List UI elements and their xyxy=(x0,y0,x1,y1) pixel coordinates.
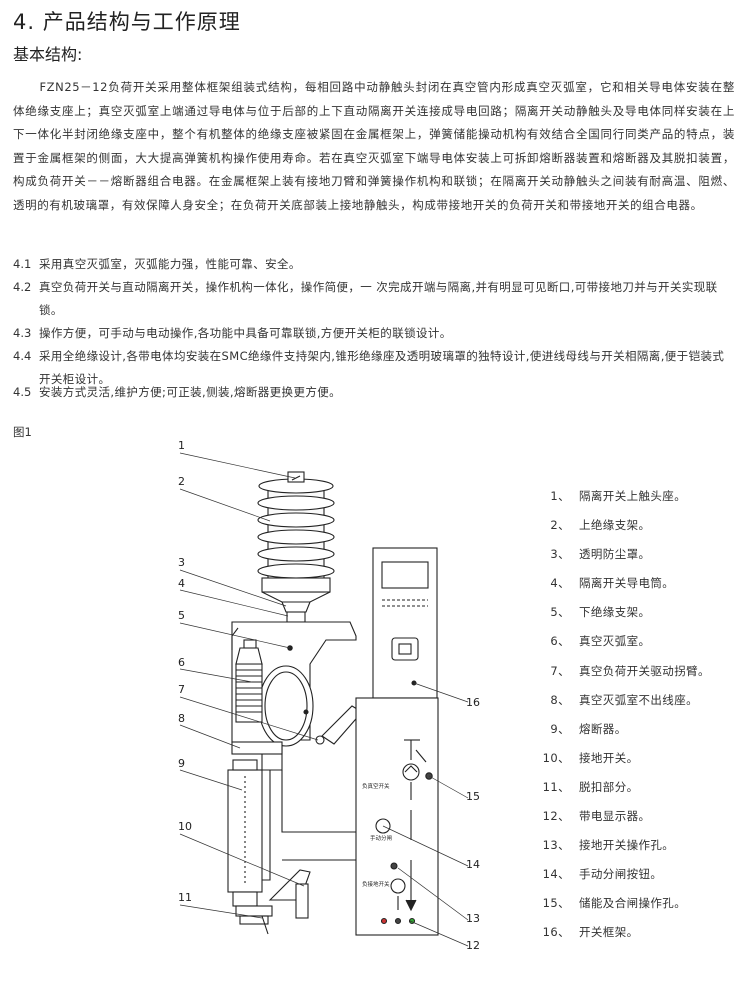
legend-item: 13、接地开关操作孔。 xyxy=(536,837,741,866)
panel-label-manual-open: 手动分闸 xyxy=(370,834,392,842)
callout-number: 5 xyxy=(178,609,185,622)
legend-item: 5、下绝缘支架。 xyxy=(536,604,741,633)
feature-text: 真空负荷开关与直动隔离开关，操作机构一体化，操作简便，一 次完成开端与隔离,并有… xyxy=(39,280,718,317)
legend-text: 隔离开关上触头座。 xyxy=(579,489,687,503)
legend-text: 真空灭弧室不出线座。 xyxy=(579,692,698,707)
callout-number: 9 xyxy=(178,757,185,770)
legend-item: 15、储能及合闸操作孔。 xyxy=(536,895,741,924)
callout-number: 16 xyxy=(466,696,480,709)
callout-number: 4 xyxy=(178,577,185,590)
callout-number: 15 xyxy=(466,790,480,803)
panel-label-earth-switch: 负接地开关 xyxy=(362,880,390,888)
upper-insulator xyxy=(257,471,335,593)
legend-number: 13、 xyxy=(542,838,570,853)
callout-number: 2 xyxy=(178,475,185,488)
legend-number: 6、 xyxy=(550,634,570,649)
legend-item: 1、隔离开关上触头座。 xyxy=(536,488,741,517)
callout-number: 7 xyxy=(178,683,185,696)
legend-item: 14、手动分闸按钮。 xyxy=(536,866,741,895)
legend-item: 7、真空负荷开关驱动拐臂。 xyxy=(536,663,741,692)
legend-number: 5、 xyxy=(550,605,570,620)
legend-text: 接地开关。 xyxy=(579,750,639,765)
legend-number: 1、 xyxy=(550,489,570,503)
legend-number: 4、 xyxy=(550,576,570,591)
legend-text: 开关框架。 xyxy=(579,925,639,940)
legend-number: 3、 xyxy=(550,547,570,562)
transparent-cover xyxy=(261,591,331,623)
legend-item: 16、开关框架。 xyxy=(536,924,741,953)
feature-text: 操作方便，可手动与电动操作,各功能中具备可靠联锁,方便开关柜的联锁设计。 xyxy=(39,326,452,340)
legend-text: 接地开关操作孔。 xyxy=(579,838,675,853)
feature-item: 4.2 真空负荷开关与直动隔离开关，操作机构一体化，操作简便，一 次完成开端与隔… xyxy=(13,276,733,322)
operating-panel xyxy=(355,697,439,936)
callout-number: 6 xyxy=(178,656,185,669)
legend-item: 4、隔离开关导电筒。 xyxy=(536,575,741,604)
legend-text: 真空负荷开关驱动拐臂。 xyxy=(579,663,710,678)
feature-number: 4.2 xyxy=(13,280,32,294)
legend-number: 2、 xyxy=(550,518,570,533)
legend-item: 6、真空灭弧室。 xyxy=(536,633,741,662)
legend-text: 真空灭弧室。 xyxy=(579,634,651,649)
feature-text: 采用全绝缘设计,各带电体均安装在SMC绝缘件支持架内,锥形绝缘座及透明玻璃罩的独… xyxy=(39,349,725,386)
fuse xyxy=(227,759,263,907)
callout-number: 14 xyxy=(466,858,480,871)
intro-paragraph: FZN25－12负荷开关采用整体框架组装式结构，每相回路中动静触头封闭在真空管内… xyxy=(13,80,735,212)
trip-mechanism xyxy=(235,905,273,935)
figure-label: 图1 xyxy=(13,425,32,439)
subsection-heading: 基本结构: xyxy=(13,45,83,64)
feature-item: 4.1 采用真空灭弧室，灭弧能力强，性能可靠、安全。 xyxy=(13,253,733,276)
feature-number: 4.5 xyxy=(13,385,32,399)
feature-item: 4.4 采用全绝缘设计,各带电体均安装在SMC绝缘件支持架内,锥形绝缘座及透明玻… xyxy=(13,345,733,391)
legend-number: 7、 xyxy=(550,663,570,678)
legend-number: 15、 xyxy=(542,896,570,911)
legend-text: 储能及合闸操作孔。 xyxy=(579,896,687,911)
outlet-seat xyxy=(231,741,283,755)
callout-number: 12 xyxy=(466,939,480,952)
callout-number: 1 xyxy=(178,439,185,452)
vacuum-interrupter xyxy=(235,639,263,723)
panel-label-load-switch: 负真空开关 xyxy=(362,782,390,790)
feature-text: 采用真空灭弧室，灭弧能力强，性能可靠、安全。 xyxy=(39,257,301,271)
legend-item: 11、脱扣部分。 xyxy=(536,779,741,808)
legend-number: 11、 xyxy=(542,779,570,794)
legend-text: 熔断器。 xyxy=(579,721,627,736)
feature-item: 4.3 操作方便，可手动与电动操作,各功能中具备可靠联锁,方便开关柜的联锁设计。 xyxy=(13,322,733,345)
feature-number: 4.3 xyxy=(13,326,32,340)
legend-number: 16、 xyxy=(542,925,570,940)
legend-item: 8、真空灭弧室不出线座。 xyxy=(536,692,741,721)
earthing-switch xyxy=(262,769,356,919)
feature-text: 安装方式灵活,维护方便;可正装,侧装,熔断器更换更方便。 xyxy=(39,385,342,399)
parts-legend: 1、隔离开关上触头座。 2、上绝缘支架。 3、透明防尘罩。 4、隔离开关导电筒。… xyxy=(536,488,741,954)
feature-number: 4.4 xyxy=(13,349,32,363)
switch-frame-panel xyxy=(372,547,438,699)
legend-item: 12、带电显示器。 xyxy=(536,808,741,837)
legend-item: 9、熔断器。 xyxy=(536,721,741,750)
callout-number: 8 xyxy=(178,712,185,725)
section-heading: 4. 产品结构与工作原理 xyxy=(13,10,241,34)
feature-item: 4.5 安装方式灵活,维护方便;可正装,侧装,熔断器更换更方便。 xyxy=(13,381,733,404)
legend-number: 8、 xyxy=(550,692,570,707)
legend-text: 隔离开关导电筒。 xyxy=(579,576,675,591)
legend-text: 下绝缘支架。 xyxy=(579,605,651,620)
legend-number: 12、 xyxy=(542,809,570,824)
legend-item: 3、透明防尘罩。 xyxy=(536,546,741,575)
legend-text: 透明防尘罩。 xyxy=(579,547,651,562)
callout-number: 10 xyxy=(178,820,192,833)
leader-lines xyxy=(179,452,469,947)
drive-crank-arm xyxy=(315,705,363,745)
legend-number: 10、 xyxy=(542,750,570,765)
legend-text: 手动分闸按钮。 xyxy=(579,867,663,882)
legend-number: 9、 xyxy=(550,721,570,736)
legend-text: 上绝缘支架。 xyxy=(579,518,651,533)
legend-text: 带电显示器。 xyxy=(579,809,651,824)
callout-number: 13 xyxy=(466,912,480,925)
feature-number: 4.1 xyxy=(13,257,32,271)
legend-item: 10、接地开关。 xyxy=(536,750,741,779)
legend-text: 脱扣部分。 xyxy=(579,779,639,794)
callout-number: 3 xyxy=(178,556,185,569)
legend-number: 14、 xyxy=(542,867,570,882)
callout-number: 11 xyxy=(178,891,192,904)
legend-item: 2、上绝缘支架。 xyxy=(536,517,741,546)
